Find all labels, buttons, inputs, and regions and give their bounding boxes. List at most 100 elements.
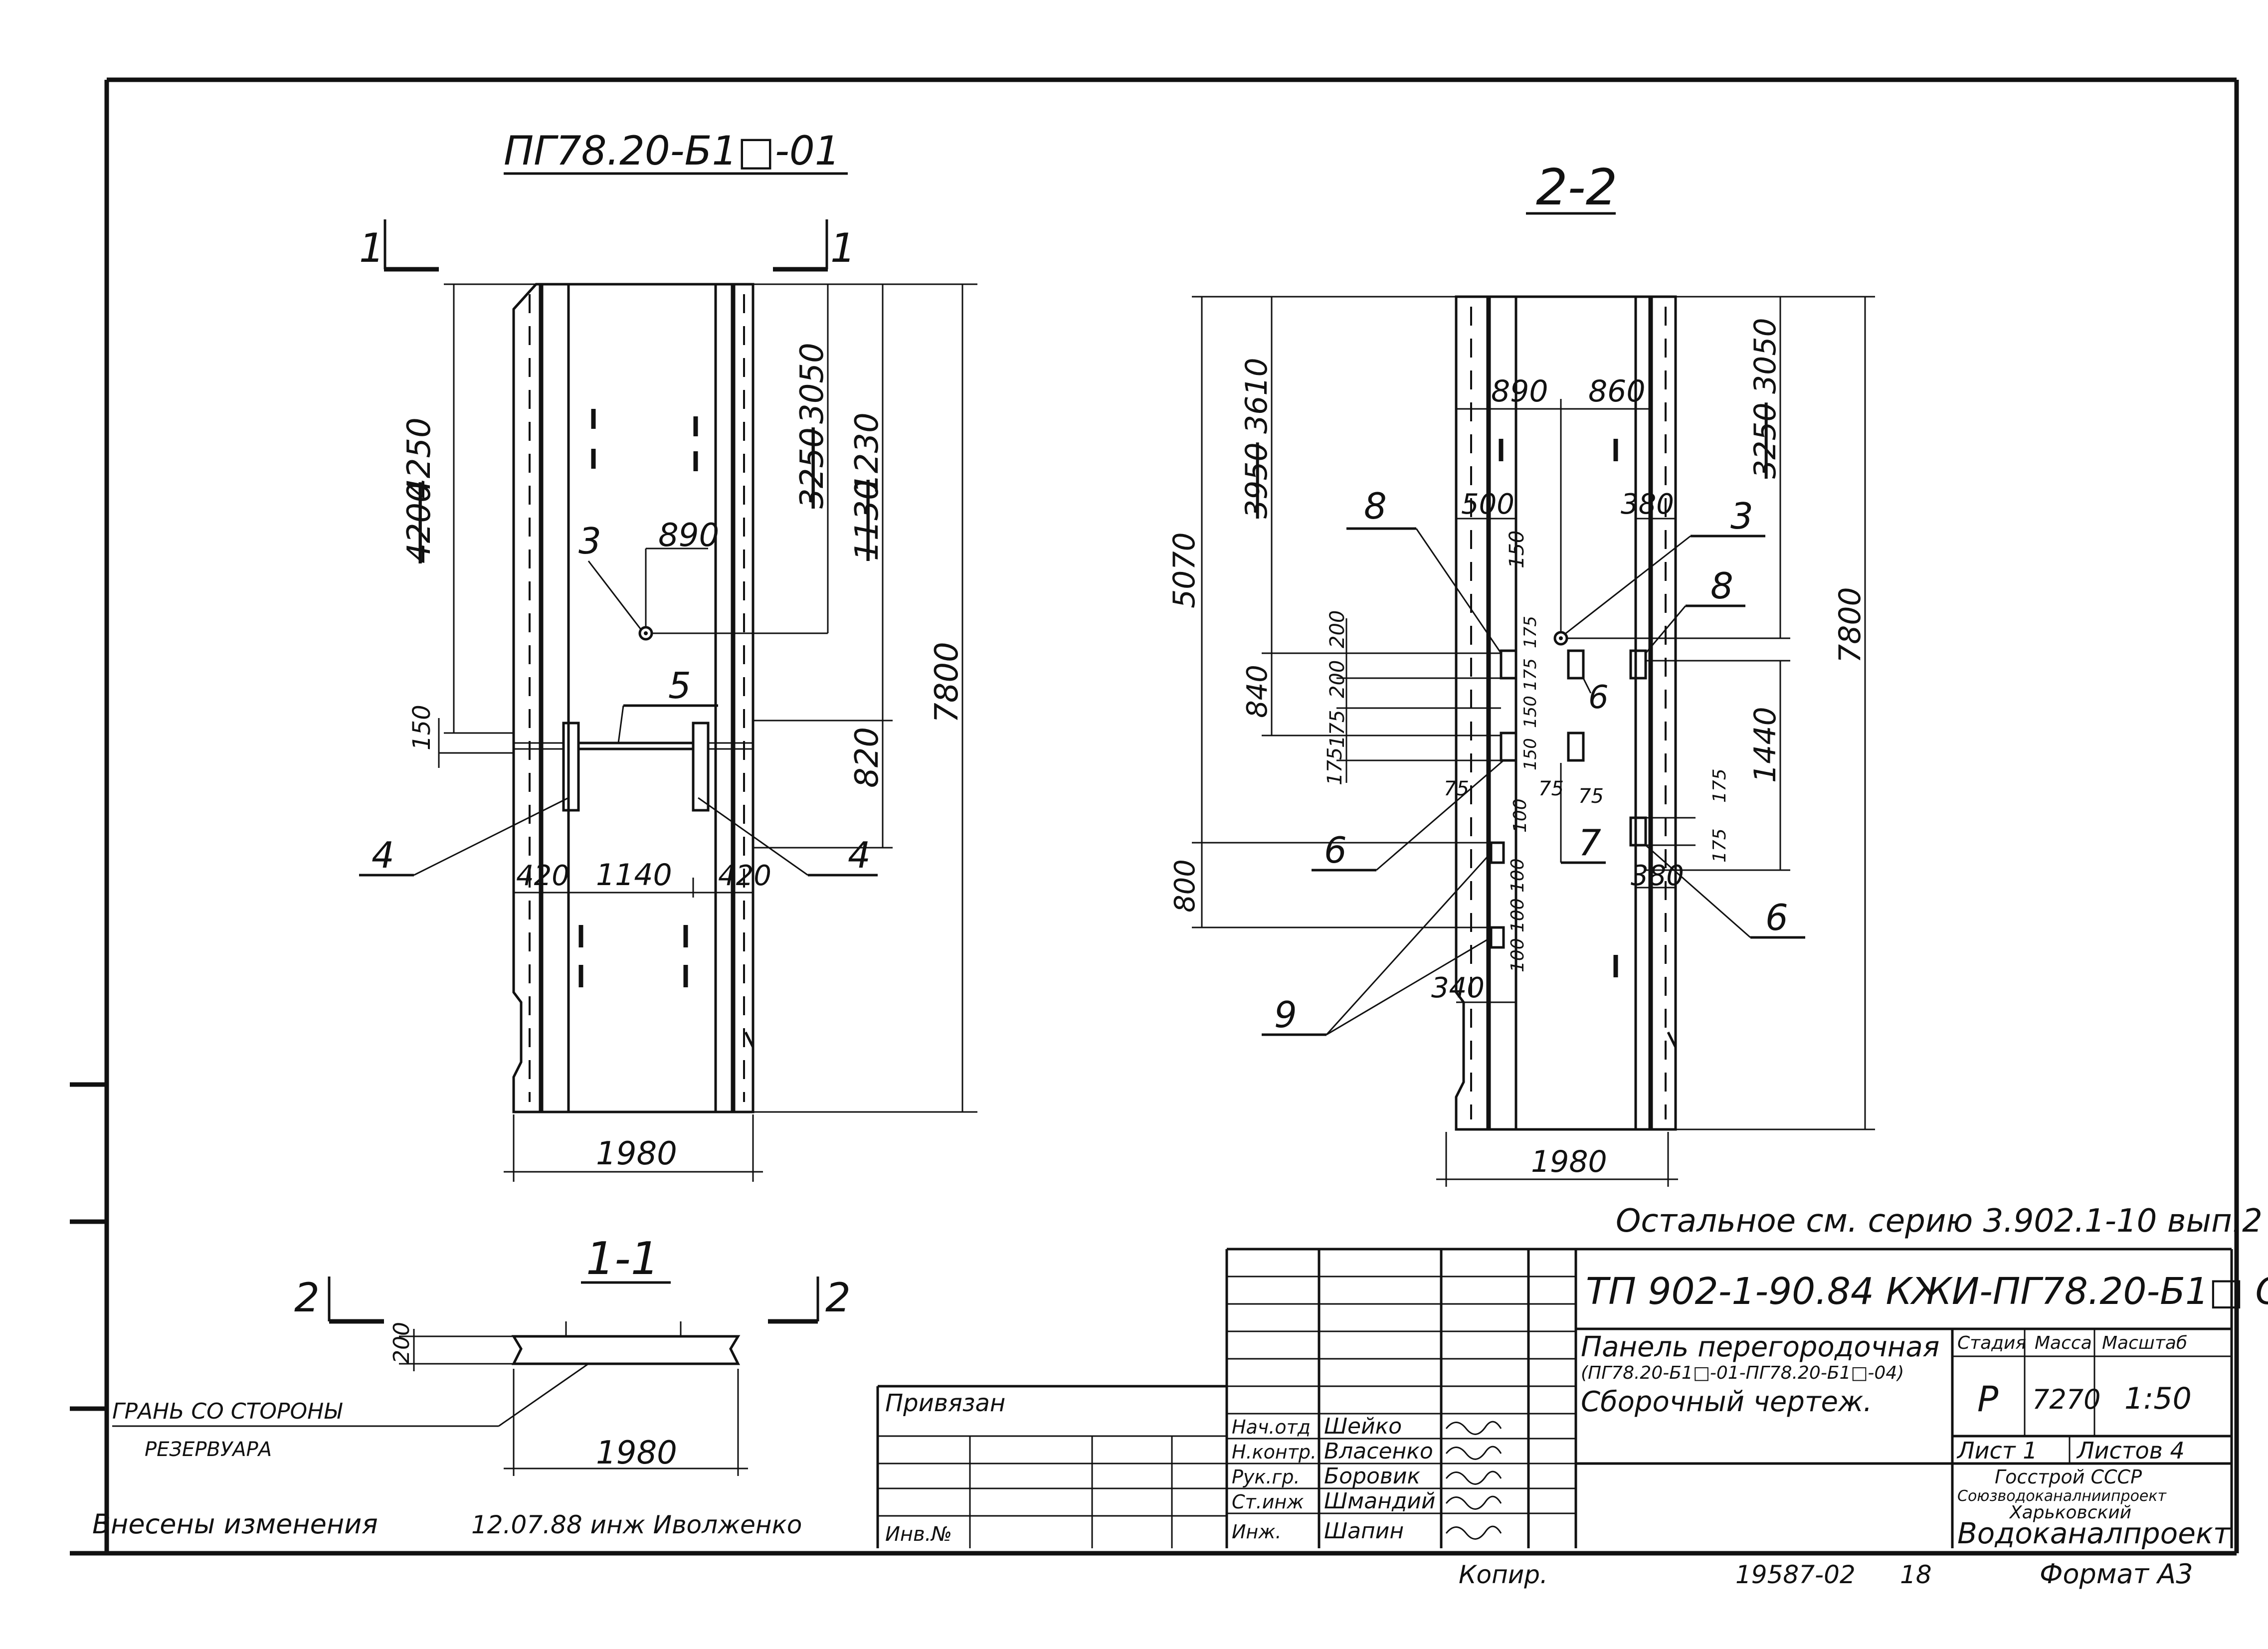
dim-1230: 1230 xyxy=(849,412,886,494)
callout-7: 7 xyxy=(1578,822,1601,864)
face-note-1: ГРАНЬ СО СТОРОНЫ xyxy=(112,1399,343,1424)
callout-6-right: 6 xyxy=(1765,897,1788,938)
drawing-label: 890 xyxy=(1491,374,1548,409)
footer: Копир. 19587-02 18 Формат А3 xyxy=(1459,1558,2193,1590)
dim-5070: 5070 xyxy=(1167,532,1202,608)
dim-3950-struck: 3950 xyxy=(1239,442,1274,519)
drawing-label: 380 xyxy=(1631,860,1684,892)
dim-3250-struck-left: 3250 xyxy=(794,427,831,509)
callout-5: 5 xyxy=(668,665,691,707)
dim-800: 800 xyxy=(1169,859,1201,913)
dim-840: 840 xyxy=(1241,665,1274,718)
drawing-label: 200 xyxy=(389,1322,414,1364)
title-block: Привязан Инв.№ Нач.отд Шейко Н.контр. Вл… xyxy=(876,1248,2268,1550)
drawing-label: Нач.отд xyxy=(1232,1416,1311,1438)
drawing-label: Копир. xyxy=(1459,1560,1548,1589)
drawing-label: 100 xyxy=(1508,938,1528,972)
dim-3610: 3610 xyxy=(1239,358,1274,434)
callout-6-upper: 6 xyxy=(1588,679,1609,716)
callout-6-left: 6 xyxy=(1324,829,1347,871)
callout-4-right: 4 xyxy=(848,834,871,876)
drawing-label: 1980 xyxy=(1531,1144,1607,1179)
drawing-label: Масса xyxy=(2035,1333,2092,1353)
drawing-label: 175 xyxy=(1520,616,1540,648)
dim-1130-struck: 1130 xyxy=(849,480,886,561)
drawing-label: Стадия xyxy=(1957,1333,2026,1353)
left-view: ПГ78.20-Б1□-01 1 1 xyxy=(359,128,977,1182)
drawing-label: 150 xyxy=(1506,531,1528,568)
drawing-label: 420 xyxy=(718,860,771,892)
drawing-label: Шмандий xyxy=(1324,1488,1436,1514)
drawing-label: Власенко xyxy=(1324,1439,1433,1464)
drawing-label: 100 xyxy=(1508,858,1528,893)
left-view-title: ПГ78.20-Б1□-01 xyxy=(504,128,840,174)
name-line-1: Панель перегородочная xyxy=(1581,1331,1939,1363)
drawing-label: Лист 1 xyxy=(1956,1437,2037,1464)
dim-7800-left: 7800 xyxy=(929,642,965,723)
drawing-label: 1 xyxy=(830,225,856,271)
drawing-label: 75 xyxy=(1538,777,1564,800)
callout-8-right: 8 xyxy=(1710,565,1733,607)
drawing-label: Водоканалпроект xyxy=(1957,1516,2231,1550)
drawing-label: Союзводоканалниипроект xyxy=(1957,1487,2167,1505)
drawing-label: Рук.гр. xyxy=(1232,1466,1300,1488)
drawing-label: Боровик xyxy=(1324,1464,1420,1489)
right-view-title: 2-2 xyxy=(1536,158,1617,216)
drawing-label: 860 xyxy=(1588,374,1646,409)
drawing-label: 1 xyxy=(359,225,384,271)
drawing-label: 175 xyxy=(1520,658,1540,691)
drawing-label: 340 xyxy=(1431,972,1485,1004)
drawing-label: Листов 4 xyxy=(2076,1437,2185,1464)
drawing-label: 1:50 xyxy=(2124,1381,2192,1416)
drawing-label: 1140 xyxy=(596,858,672,893)
callout-8-left: 8 xyxy=(1364,485,1387,527)
cut-mark-1-left: 1 xyxy=(359,219,439,272)
drawing-label: 75 xyxy=(1444,777,1469,800)
drawing-label: 380 xyxy=(1621,488,1674,521)
drawing-label: 18 xyxy=(1900,1560,1932,1589)
dim-3050-left: 3050 xyxy=(794,343,831,424)
right-panel-outline xyxy=(1455,295,1677,1131)
privyazan-label: Привязан xyxy=(885,1389,1005,1417)
notes: Остальное см. серию 3.902.1-10 вып.2 Вне… xyxy=(92,1203,2263,1540)
see-series-note: Остальное см. серию 3.902.1-10 вып.2 xyxy=(1616,1203,2263,1240)
drawing-label: 500 xyxy=(1461,488,1514,521)
drawing-label: 7270 xyxy=(2032,1384,2100,1415)
drawing-label: 175 xyxy=(1709,768,1730,803)
face-note-2: РЕЗЕРВУАРА xyxy=(145,1438,272,1461)
callout-3-right: 3 xyxy=(1730,495,1753,537)
drawing-label: 2 xyxy=(825,1275,851,1321)
callout-9: 9 xyxy=(1274,994,1297,1036)
drawing-label: 200 xyxy=(1326,660,1349,698)
drawing-label: Шапин xyxy=(1324,1518,1404,1544)
dim-4200-struck: 4200 xyxy=(401,482,438,563)
callout-4-left: 4 xyxy=(372,834,394,876)
section-view: 1-1 2 2 200 1980 ГРАНЬ СО СТОРОНЫ РЕЗЕРВ… xyxy=(112,1233,851,1476)
left-panel-outline xyxy=(512,283,755,1113)
dim-3250-struck-right: 3250 xyxy=(1748,402,1783,479)
drawing-label: Шейко xyxy=(1324,1414,1402,1439)
section-title: 1-1 xyxy=(586,1233,659,1285)
drawing-label: Р xyxy=(1977,1379,1999,1420)
dim-4250: 4250 xyxy=(401,417,438,499)
section-profile xyxy=(511,1335,741,1365)
sheet-frame xyxy=(70,77,2239,1556)
name-line-3: Сборочный чертеж. xyxy=(1581,1386,1872,1418)
drawing-label: 175 xyxy=(1326,710,1349,748)
drawing-label: 175 xyxy=(1323,747,1346,785)
drawing-label: Харьковский xyxy=(2009,1502,2131,1523)
dim-1440: 1440 xyxy=(1748,707,1783,783)
drawing-label: Н.контр. xyxy=(1232,1441,1317,1463)
dim-3050-right: 3050 xyxy=(1748,318,1783,394)
changes-label: Внесены изменения xyxy=(92,1508,378,1540)
drawing-label: Масштаб xyxy=(2102,1333,2187,1353)
drawing-label: 100 xyxy=(1510,798,1530,833)
dim-820: 820 xyxy=(849,727,886,788)
right-view: 2-2 890 860 500 380 xyxy=(1167,158,1875,1187)
drawing-label: 75 xyxy=(1578,785,1604,808)
drawing-label: 19587-02 xyxy=(1735,1560,1856,1589)
cut-mark-1-right: 1 xyxy=(773,219,856,272)
drawing-label: 150 xyxy=(1520,696,1540,728)
drawing-label: 175 xyxy=(1709,828,1730,863)
